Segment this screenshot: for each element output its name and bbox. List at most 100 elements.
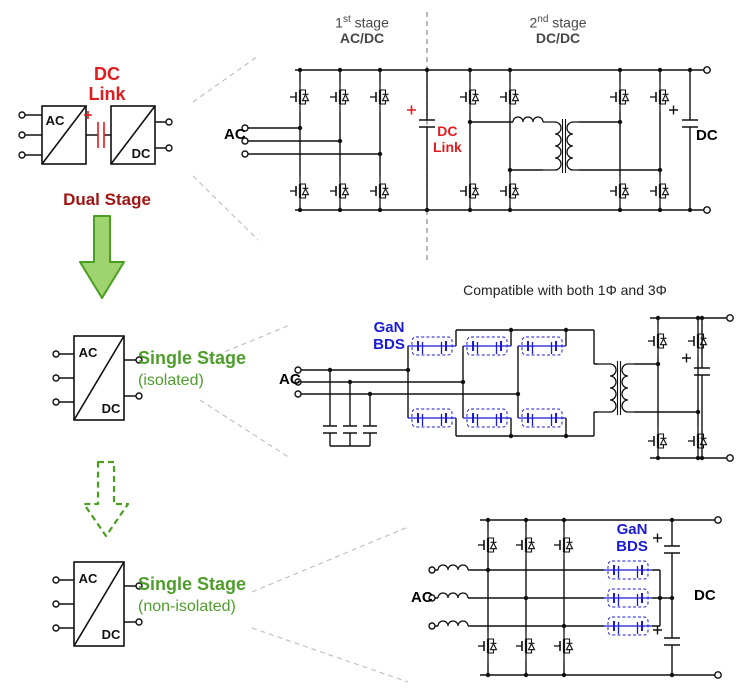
down-arrow-solid-icon [79, 215, 125, 299]
cap-plus-sign [653, 533, 662, 543]
mosfet-icon [608, 80, 630, 114]
junction-dots [327, 315, 705, 461]
middle-circuit-schematic [294, 314, 734, 462]
terminal-icon [52, 350, 60, 358]
single-stage-isolated-title: Single Stage [138, 348, 247, 368]
inductor-icon [437, 564, 469, 571]
single-stage-isolated-subtitle: (isolated) [138, 372, 204, 389]
dual-stage-block-diagram: AC DC [18, 105, 173, 165]
ac-terminal-icon [294, 366, 302, 374]
terminal-icon [165, 144, 173, 152]
mosfet-icon [514, 528, 536, 562]
mosfet-icon [288, 174, 310, 208]
bottom-circuit-schematic [428, 516, 722, 679]
block-ac-label: AC [79, 345, 98, 360]
mosfet-icon [552, 528, 574, 562]
dc-link-capacitor-icon [97, 122, 105, 148]
mosfet-icon [648, 80, 670, 114]
terminal-icon [52, 398, 60, 406]
terminal-icon [165, 118, 173, 126]
dc-terminal-icon [726, 314, 734, 322]
output-plus-sign [669, 105, 678, 115]
terminal-icon [52, 374, 60, 382]
dc-link-title-line2: Link [88, 84, 126, 105]
stage2-word: stage [548, 14, 587, 31]
arrow-shape [79, 215, 125, 299]
dc-link-plus-sign [407, 105, 416, 115]
ac-terminal-icon [294, 378, 302, 386]
stage2-ordinal-suffix: nd [537, 14, 549, 25]
gan-label-line1: GaN [373, 319, 405, 336]
mosfet-icon [686, 424, 708, 458]
block-ac-label: AC [46, 113, 65, 128]
ac-terminal-icon [294, 390, 302, 398]
ac-terminal-icon [241, 124, 249, 132]
gan-bds-switch-icon [603, 588, 653, 608]
inductor-icon [437, 620, 469, 627]
mosfet-icon [368, 174, 390, 208]
ac-terminal-icon [241, 150, 249, 158]
ac-terminal-icon [428, 622, 436, 630]
stage2-header: 2nd stage DC/DC [496, 14, 620, 47]
terminal-icon [135, 356, 143, 364]
gan-bds-switch-icon [517, 336, 567, 356]
junction-dots [485, 517, 675, 678]
single-stage-isolated-block: AC DC [52, 335, 143, 421]
transformer-icon [597, 360, 635, 416]
terminal-icon [52, 624, 60, 632]
dc-link-circuit-line1: DC [437, 123, 458, 139]
dual-stage-label: Dual Stage [63, 190, 151, 209]
gan-label-line2: BDS [616, 537, 648, 555]
junction-dots [297, 67, 693, 213]
stage1-ordinal: 1 [335, 14, 343, 31]
mosfet-icon [686, 324, 708, 358]
connector-line [251, 526, 409, 593]
dc-terminal-icon [703, 206, 711, 214]
gan-bds-switch-icon [603, 560, 653, 580]
mosfet-icon [368, 80, 390, 114]
terminal-icon [135, 392, 143, 400]
block-dc-label: DC [102, 627, 121, 642]
dc-output-label-top: DC [696, 127, 718, 144]
terminal-icon [52, 600, 60, 608]
connector-line [251, 627, 409, 683]
terminal-icon [18, 111, 26, 119]
dc-terminal-icon [714, 516, 722, 524]
down-arrow-dashed-icon [82, 460, 130, 538]
gan-bds-switch-icon [462, 408, 512, 428]
plus-sign-icon [84, 111, 92, 119]
single-stage-non-isolated-title: Single Stage [138, 574, 247, 594]
stage1-header: 1st stage AC/DC [300, 14, 424, 47]
top-circuit-schematic [241, 12, 711, 262]
block-dc-label: DC [132, 146, 151, 161]
dual-stage-block-wires [25, 105, 166, 165]
dc-link-circuit-line2: Link [433, 138, 462, 155]
block-wires [59, 335, 136, 421]
stage1-type: AC/DC [339, 30, 385, 47]
arrow-shape [82, 460, 130, 538]
mosfet-icon [646, 424, 668, 458]
mosfet-icon [514, 629, 536, 663]
mosfet-icon [552, 629, 574, 663]
mosfet-icon [608, 174, 630, 208]
gan-bds-label-bottom: GaN BDS [606, 521, 658, 556]
stage1-name: 1st stage [300, 14, 424, 31]
mosfet-icon [328, 174, 350, 208]
terminal-icon [18, 151, 26, 159]
mosfet-icon [458, 80, 480, 114]
dc-link-title-line1: DC [94, 64, 120, 84]
terminal-icon [135, 618, 143, 626]
middle-circuit-wires [301, 317, 727, 459]
mosfet-icon [648, 174, 670, 208]
gan-label-line2: BDS [373, 335, 405, 353]
dc-link-title: DC Link [67, 64, 147, 104]
gan-bds-switch-icon [517, 408, 567, 428]
block-wires [59, 561, 136, 647]
inductor-icon [437, 592, 469, 599]
terminal-icon [135, 582, 143, 590]
ac-input-label-top: AC [224, 126, 246, 143]
stage2-name: 2nd stage [496, 14, 620, 31]
block-dc-label: DC [102, 401, 121, 416]
